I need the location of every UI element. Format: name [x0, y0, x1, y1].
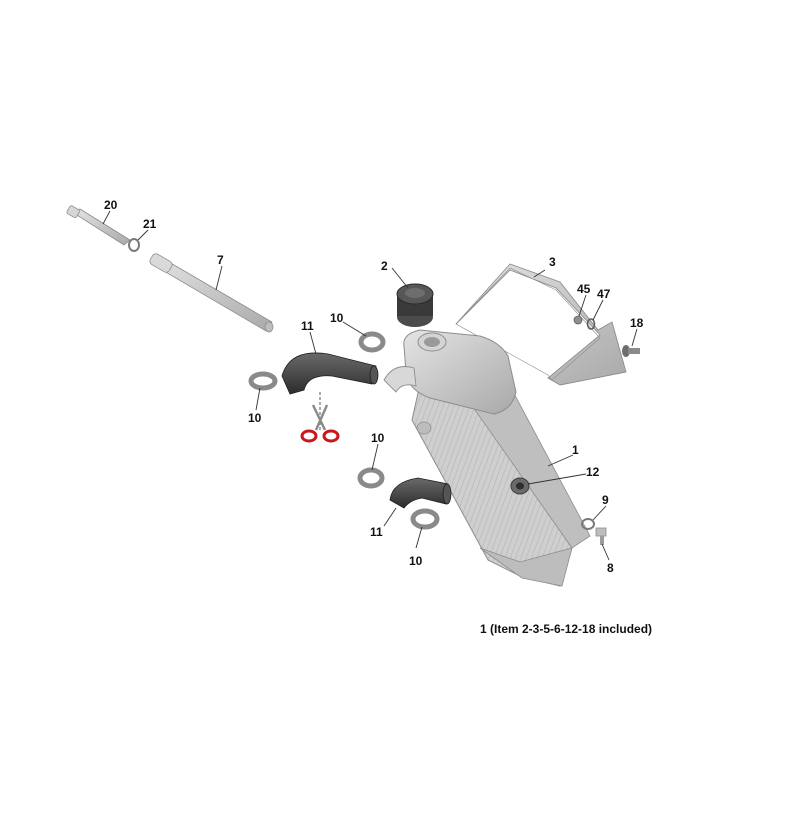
callout-8: 8	[607, 561, 614, 575]
leader-lines	[102, 210, 638, 561]
callout-10-lower-left: 10	[371, 431, 385, 445]
part-45-grommet	[573, 315, 583, 325]
callout-9: 9	[602, 493, 609, 507]
callout-labels: 20 21 7 2 3 45 47 18 11 10 10 1 12 10 11…	[104, 198, 644, 575]
callout-10-lower-bottom: 10	[409, 554, 423, 568]
scissors-icon	[300, 404, 340, 443]
part-2-radiator-cap	[396, 283, 434, 327]
callout-3: 3	[549, 255, 556, 269]
callout-1: 1	[572, 443, 579, 457]
part-11-lower-hose	[389, 477, 452, 509]
included-items-note: 1 (Item 2-3-5-6-12-18 included)	[480, 622, 653, 636]
callout-10-upper-left: 10	[248, 411, 262, 425]
part-12-grommet	[510, 477, 530, 495]
part-20-bolt	[66, 205, 131, 246]
callout-11-lower: 11	[370, 525, 383, 539]
callout-11-upper: 11	[301, 319, 314, 333]
part-18-screw	[622, 345, 640, 357]
part-9-washer	[581, 518, 595, 530]
callout-10-upper-right: 10	[330, 311, 344, 325]
callout-20: 20	[104, 198, 118, 212]
part-21-washer	[128, 238, 140, 252]
callout-21: 21	[143, 217, 157, 231]
part-10-clamp-lower-bottom	[410, 508, 440, 530]
part-47-washer	[586, 318, 596, 330]
part-1-radiator	[383, 329, 591, 587]
part-11-upper-hose	[281, 352, 379, 395]
callout-12: 12	[586, 465, 600, 479]
callout-47: 47	[597, 287, 611, 301]
part-3-bracket	[455, 263, 627, 386]
callout-45: 45	[577, 282, 591, 296]
part-10-clamp-upper-left	[248, 371, 278, 391]
callout-7: 7	[217, 253, 224, 267]
part-10-clamp-upper-right	[358, 331, 386, 353]
part-10-clamp-lower-left	[357, 467, 385, 489]
callout-18: 18	[630, 316, 644, 330]
part-8-bolt	[595, 527, 607, 545]
callout-2: 2	[381, 259, 388, 273]
part-7-rod	[149, 253, 274, 333]
